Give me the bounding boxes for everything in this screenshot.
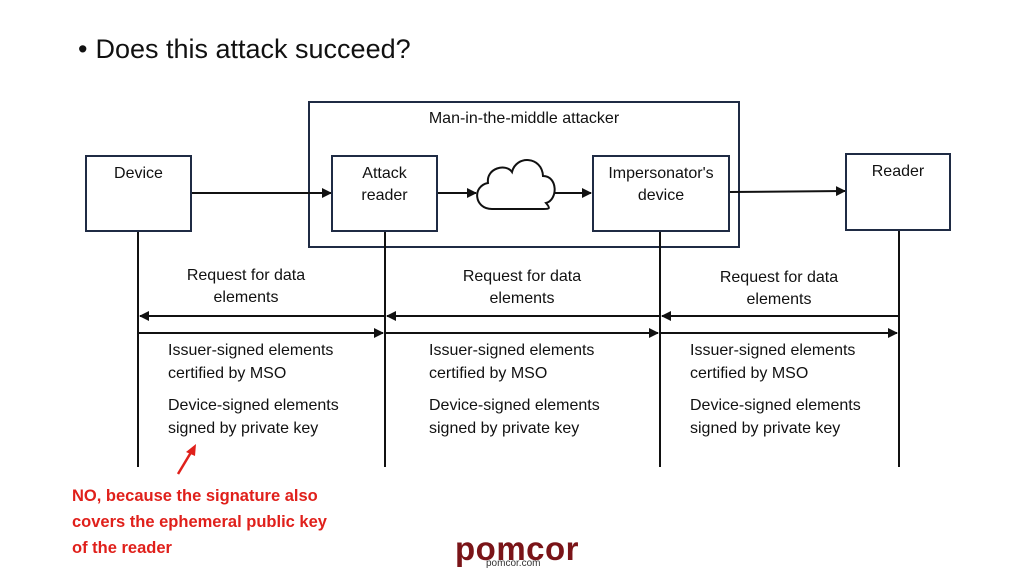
device-box: Device (85, 155, 192, 232)
cloud-icon (476, 159, 556, 211)
red-arrow-head (186, 444, 196, 456)
impersonator-box: Impersonator's device (592, 155, 730, 232)
reader-box: Reader (845, 153, 951, 231)
attack-reader-label: Attack reader (361, 165, 408, 204)
request-label-3: Request for data elements (719, 269, 839, 308)
device-label: Device (114, 165, 163, 182)
title-text: Does this attack succeed? (95, 34, 411, 64)
mitm-label: Man-in-the-middle attacker (428, 110, 620, 127)
issuer-signed-text-2: Issuer-signed elements certified by MSO (429, 342, 595, 382)
pomcor-logo: pomcor (455, 530, 580, 567)
reader-label: Reader (871, 163, 925, 180)
mitm-box (308, 101, 740, 248)
request-label-1: Request for data elements (186, 267, 306, 306)
arrow-impersonator-to-reader (729, 186, 846, 197)
issuer-signed-text-1: Issuer-signed elements certified by MSO (168, 342, 334, 382)
device-signed-text-2: Device-signed elements signed by private… (429, 397, 600, 437)
request-label-2: Request for data elements (462, 268, 582, 307)
issuer-signed-text-3: Issuer-signed elements certified by MSO (690, 342, 856, 382)
device-signed-text-3: Device-signed elements signed by private… (690, 397, 861, 437)
bullet: • (78, 34, 88, 64)
pomcor-url: pomcor.com (486, 558, 541, 569)
device-signed-text-1: Device-signed elements signed by private… (168, 397, 339, 437)
page-title: •Does this attack succeed? (78, 34, 411, 65)
conclusion-text: NO, because the signature also covers th… (72, 487, 327, 557)
impersonator-label: Impersonator's device (608, 165, 714, 204)
attack-reader-box: Attack reader (331, 155, 438, 232)
